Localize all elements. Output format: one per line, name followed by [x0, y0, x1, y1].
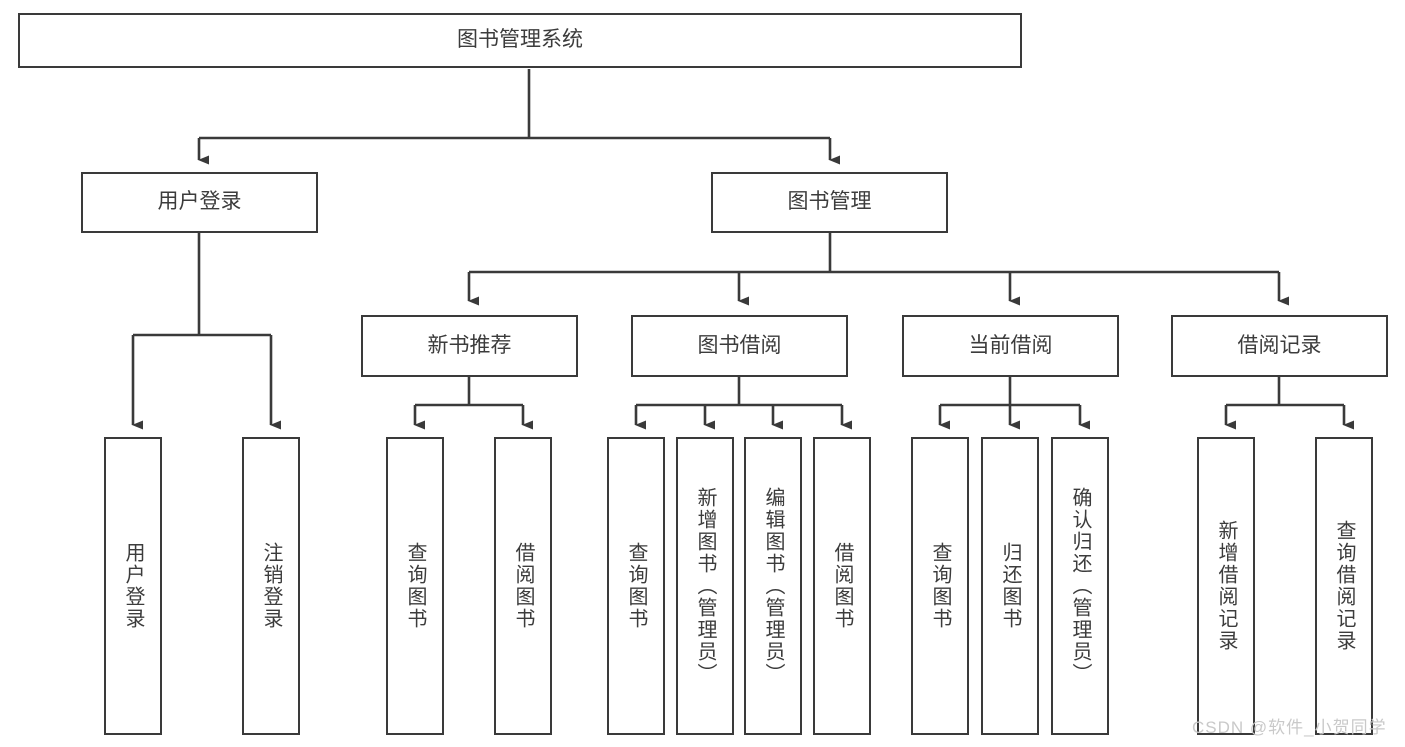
node-current-borrow[interactable]: 当前借阅: [902, 315, 1119, 377]
node-label: 查询借阅记录: [1333, 520, 1355, 652]
node-label: 图书管理: [787, 190, 872, 214]
node-label: 图书借阅: [697, 333, 782, 357]
node-label: 编辑图书（管理员）: [762, 487, 784, 685]
node-label: 查询图书: [625, 542, 647, 630]
leaf-user-login-signin[interactable]: 用户登录: [104, 437, 162, 735]
leaf-book-borrow-edit[interactable]: 编辑图书（管理员）: [744, 437, 802, 735]
node-label: 注销登录: [260, 542, 282, 630]
node-label: 用户登录: [122, 542, 144, 630]
leaf-book-borrow-lend[interactable]: 借阅图书: [813, 437, 871, 735]
node-label: 新增借阅记录: [1215, 520, 1237, 652]
node-label: 新增图书（管理员）: [694, 487, 716, 685]
node-label: 新书推荐: [427, 333, 512, 357]
node-borrow-record[interactable]: 借阅记录: [1171, 315, 1388, 377]
leaf-current-borrow-confirm-return[interactable]: 确认归还（管理员）: [1051, 437, 1109, 735]
node-label: 查询图书: [404, 542, 426, 630]
leaf-current-borrow-return[interactable]: 归还图书: [981, 437, 1039, 735]
node-label: 借阅图书: [831, 542, 853, 630]
node-label: 用户登录: [157, 190, 242, 214]
node-new-book-recommend[interactable]: 新书推荐: [361, 315, 578, 377]
leaf-borrow-record-query[interactable]: 查询借阅记录: [1315, 437, 1373, 735]
node-system-root[interactable]: 图书管理系统: [18, 13, 1022, 68]
leaf-book-borrow-query[interactable]: 查询图书: [607, 437, 665, 735]
leaf-current-borrow-query[interactable]: 查询图书: [911, 437, 969, 735]
node-label: 图书管理系统: [457, 28, 583, 52]
node-label: 当前借阅: [968, 333, 1053, 357]
node-label: 确认归还（管理员）: [1069, 487, 1091, 685]
node-label: 归还图书: [999, 542, 1021, 630]
node-book-management[interactable]: 图书管理: [711, 172, 948, 233]
leaf-book-borrow-add[interactable]: 新增图书（管理员）: [676, 437, 734, 735]
csdn-watermark: CSDN @软件_小贺同学: [1192, 718, 1387, 737]
leaf-user-login-signout[interactable]: 注销登录: [242, 437, 300, 735]
leaf-new-book-borrow[interactable]: 借阅图书: [494, 437, 552, 735]
leaf-new-book-query[interactable]: 查询图书: [386, 437, 444, 735]
node-user-login[interactable]: 用户登录: [81, 172, 318, 233]
node-label: 查询图书: [929, 542, 951, 630]
node-book-borrow[interactable]: 图书借阅: [631, 315, 848, 377]
node-label: 借阅记录: [1237, 333, 1322, 357]
node-label: 借阅图书: [512, 542, 534, 630]
leaf-borrow-record-add[interactable]: 新增借阅记录: [1197, 437, 1255, 735]
